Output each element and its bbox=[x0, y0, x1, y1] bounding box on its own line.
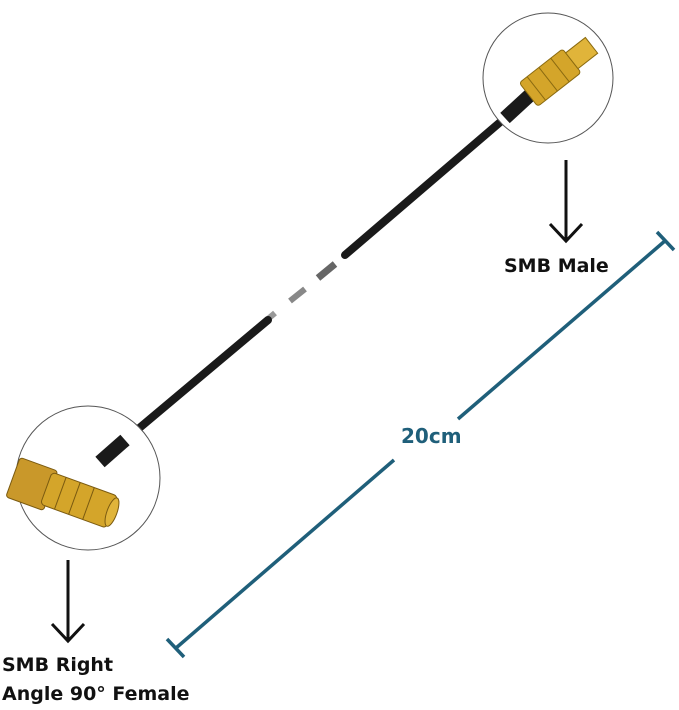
smb-right-angle-label-line1: SMB Right bbox=[2, 654, 114, 676]
smb-right-angle-label-line2: Angle 90° Female bbox=[2, 683, 190, 705]
smb-male-connector-detail bbox=[482, 12, 614, 144]
arrow-down-icon bbox=[50, 560, 86, 644]
arrow-down-icon bbox=[548, 160, 584, 244]
smb-right-angle-female-connector-detail bbox=[6, 405, 161, 551]
length-label: 20cm bbox=[401, 424, 462, 448]
smb-male-label: SMB Male bbox=[504, 255, 609, 277]
cable bbox=[121, 114, 509, 444]
length-dimension-line bbox=[165, 230, 676, 659]
